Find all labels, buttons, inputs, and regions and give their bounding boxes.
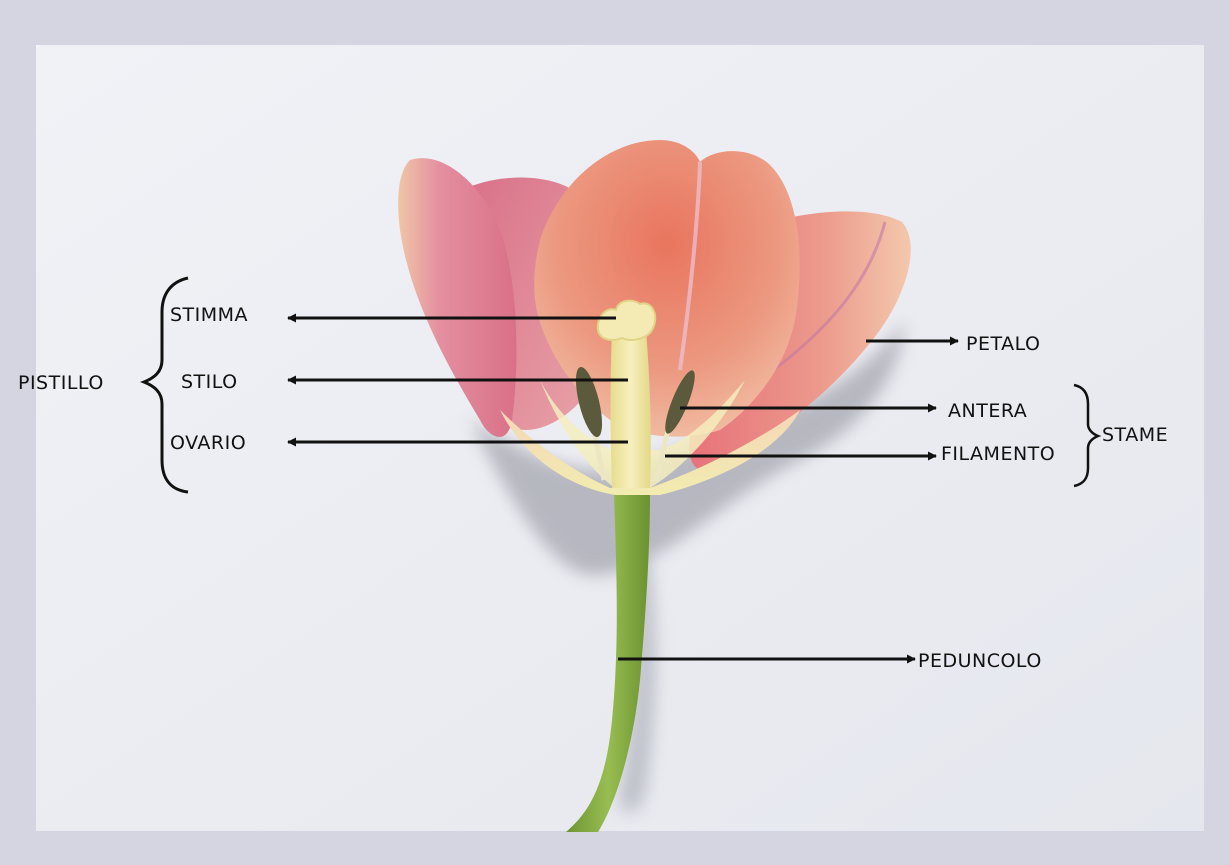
- label-stame: STAME: [1102, 424, 1168, 446]
- label-peduncolo: PEDUNCOLO: [918, 650, 1042, 672]
- label-stilo: STILO: [181, 371, 238, 393]
- pistil: [611, 330, 651, 488]
- label-petalo: PETALO: [966, 333, 1040, 355]
- label-stimma: STIMMA: [170, 304, 248, 326]
- label-pistillo: PISTILLO: [18, 372, 104, 394]
- label-filamento: FILAMENTO: [941, 443, 1055, 465]
- label-ovario: OVARIO: [170, 432, 246, 454]
- label-antera: ANTERA: [948, 400, 1027, 422]
